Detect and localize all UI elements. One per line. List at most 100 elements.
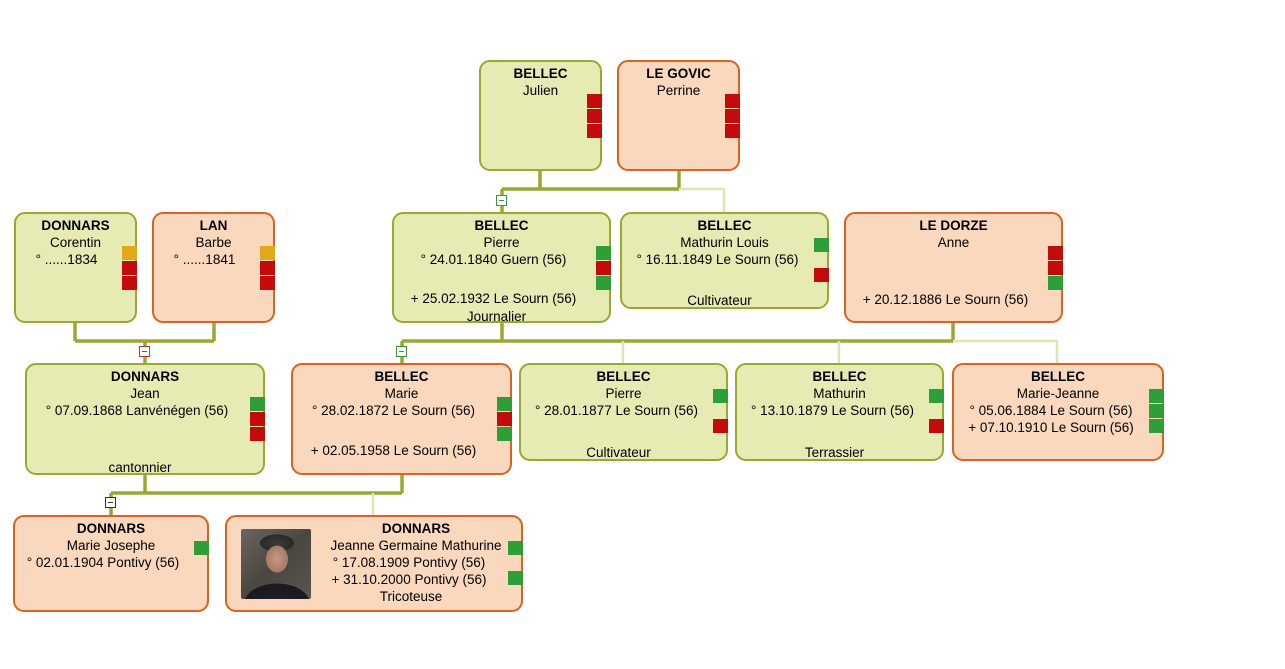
surname: BELLEC (513, 66, 568, 81)
red-flag-icon (587, 94, 602, 108)
birth-date: ° ......1841 (173, 252, 236, 267)
person-card-corentin-donnars[interactable]: DONNARS Corentin ° ......1834 (14, 212, 137, 323)
birth-date: ° 05.06.1884 Le Sourn (56) (969, 403, 1133, 418)
given-name: Anne (937, 235, 970, 250)
status-flags (587, 94, 602, 139)
red-flag-icon (725, 109, 740, 123)
portrait-photo (241, 529, 311, 599)
birth-date: ° 17.08.1909 Pontivy (56) (332, 555, 486, 570)
status-flags (250, 397, 265, 442)
collapse-toggle-icon[interactable] (396, 346, 407, 357)
red-flag-icon (260, 261, 275, 275)
surname: BELLEC (374, 369, 429, 384)
status-flags (814, 238, 829, 283)
red-flag-icon (250, 427, 265, 441)
person-card-marie-josephe-donnars[interactable]: DONNARS Marie Josephe ° 02.01.1904 Ponti… (13, 515, 209, 612)
red-flag-icon (1048, 246, 1063, 260)
death-date: + 31.10.2000 Pontivy (56) (331, 572, 487, 587)
red-flag-icon (713, 419, 728, 433)
couple-link-julien-perrine (538, 170, 681, 191)
surname: DONNARS (41, 218, 110, 233)
couple-link-jean-marie (143, 474, 404, 495)
birth-date: ° 28.02.1872 Le Sourn (56) (311, 403, 475, 418)
status-flags (1048, 246, 1063, 291)
red-flag-icon (122, 261, 137, 275)
status-flags (1149, 389, 1164, 434)
green-flag-icon (508, 571, 523, 585)
occupation: Terrassier (804, 445, 865, 460)
collapse-toggle-icon[interactable] (105, 497, 116, 508)
red-flag-icon (260, 276, 275, 290)
status-flags (596, 246, 611, 291)
green-flag-icon (250, 397, 265, 411)
status-flags (194, 541, 209, 556)
red-flag-icon (497, 412, 512, 426)
status-flags (122, 246, 137, 291)
status-flags (725, 94, 740, 139)
death-date: + 07.10.1910 Le Sourn (56) (968, 420, 1134, 435)
person-card-perrine-le-govic[interactable]: LE GOVIC Perrine (617, 60, 740, 171)
person-card-marie-bellec[interactable]: BELLEC Marie ° 28.02.1872 Le Sourn (56) … (291, 363, 512, 475)
green-flag-icon (497, 397, 512, 411)
red-flag-icon (814, 268, 829, 282)
red-flag-icon (122, 276, 137, 290)
given-name: Jean (130, 386, 160, 401)
person-card-jeanne-donnars[interactable]: DONNARS Jeanne Germaine Mathurine ° 17.0… (225, 515, 523, 612)
status-flags (260, 246, 275, 291)
occupation: Cultivateur (687, 293, 752, 308)
person-card-marie-jeanne-bellec[interactable]: BELLEC Marie-Jeanne ° 05.06.1884 Le Sour… (952, 363, 1164, 461)
birth-date: ° 24.01.1840 Guern (56) (420, 252, 567, 267)
given-name: Marie-Jeanne (1016, 386, 1100, 401)
death-date: + 02.05.1958 Le Sourn (56) (310, 443, 477, 458)
given-name: Julien (522, 83, 559, 98)
collapse-toggle-icon[interactable] (496, 195, 507, 206)
birth-date: ° 02.01.1904 Pontivy (56) (26, 555, 180, 570)
child-link-marie (400, 339, 502, 363)
occupation: Tricoteuse (379, 589, 443, 604)
child-link-mathurin-louis (679, 187, 726, 212)
green-flag-icon (1149, 419, 1164, 433)
red-flag-icon (929, 419, 944, 433)
given-name: Pierre (605, 386, 642, 401)
given-name: Mathurin Louis (680, 235, 769, 250)
birth-date: ° ......1834 (35, 252, 98, 267)
person-card-julien-bellec[interactable]: BELLEC Julien (479, 60, 602, 171)
person-card-pierre-bellec-jr[interactable]: BELLEC Pierre ° 28.01.1877 Le Sourn (56)… (519, 363, 728, 461)
surname: DONNARS (381, 521, 451, 536)
status-flags (497, 397, 512, 442)
birth-date: ° 16.11.1849 Le Sourn (56) (636, 252, 799, 267)
red-flag-icon (250, 412, 265, 426)
person-card-barbe-lan[interactable]: LAN Barbe ° ......1841 (152, 212, 275, 323)
collapse-toggle-icon[interactable] (139, 346, 150, 357)
red-flag-icon (587, 109, 602, 123)
red-flag-icon (1048, 261, 1063, 275)
given-name: Jeanne Germaine Mathurine (330, 538, 502, 553)
person-card-mathurin-louis-bellec[interactable]: BELLEC Mathurin Louis ° 16.11.1849 Le So… (620, 212, 829, 309)
occupation: Journalier (466, 309, 527, 324)
given-name: Mathurin (813, 386, 866, 401)
birth-date: ° 28.01.1877 Le Sourn (56) (534, 403, 698, 418)
green-flag-icon (596, 246, 611, 260)
surname: LE DORZE (919, 218, 988, 233)
person-card-mathurin-bellec[interactable]: BELLEC Mathurin ° 13.10.1879 Le Sourn (5… (735, 363, 944, 461)
orange-flag-icon (260, 246, 275, 260)
occupation: cantonnier (108, 460, 172, 475)
surname: BELLEC (474, 218, 529, 233)
green-flag-icon (1149, 404, 1164, 418)
death-date: + 25.02.1932 Le Sourn (56) (410, 291, 577, 306)
green-flag-icon (1048, 276, 1063, 290)
green-flag-icon (713, 389, 728, 403)
birth-date: ° 07.09.1868 Lanvénégen (56) (45, 403, 229, 418)
green-flag-icon (814, 238, 829, 252)
person-card-pierre-bellec-sr[interactable]: BELLEC Pierre ° 24.01.1840 Guern (56) + … (392, 212, 611, 324)
given-name: Perrine (656, 83, 701, 98)
person-card-anne-le-dorze[interactable]: LE DORZE Anne + 20.12.1886 Le Sourn (56) (844, 212, 1063, 323)
surname: BELLEC (697, 218, 752, 233)
person-card-jean-donnars[interactable]: DONNARS Jean ° 07.09.1868 Lanvénégen (56… (25, 363, 265, 475)
green-flag-icon (194, 541, 209, 555)
occupation: Cultivateur (586, 445, 651, 460)
given-name: Marie (384, 386, 419, 401)
surname: BELLEC (596, 369, 651, 384)
